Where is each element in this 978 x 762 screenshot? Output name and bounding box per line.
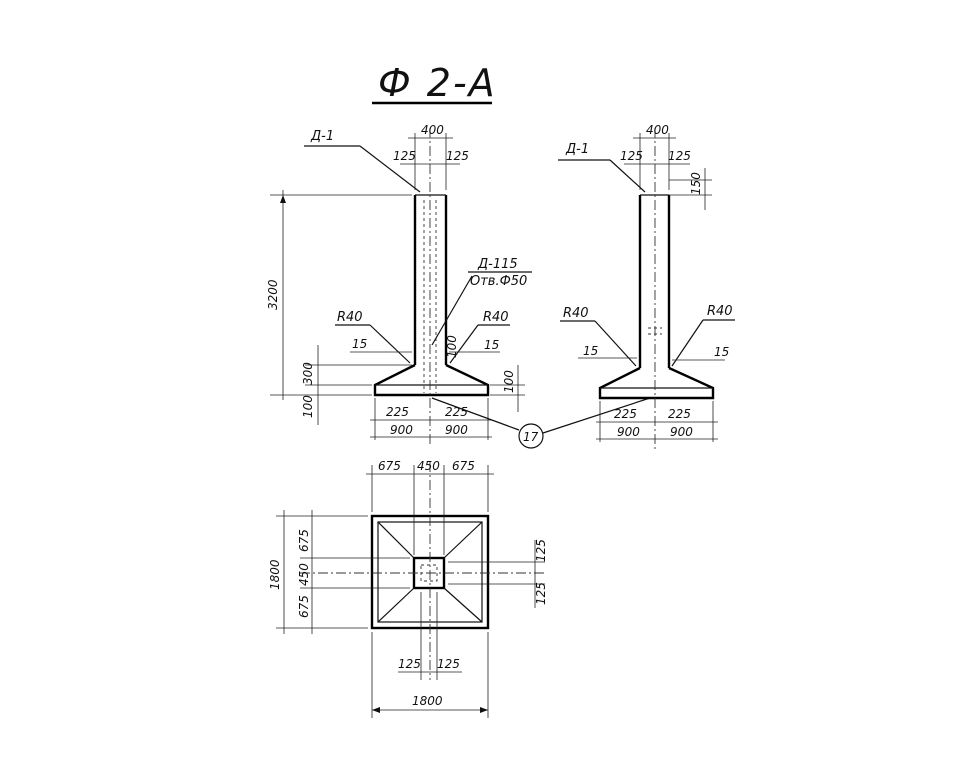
label-hole: Отв.Ф50 [470,274,527,289]
plan-view: 675 450 675 1800 675 450 675 125 125 125… [268,459,548,718]
dim-3200: 3200 [266,279,280,310]
dim-675-top-b: 675 [452,459,475,473]
dim-900-a: 900 [390,423,413,437]
dim-900-b: 900 [445,423,468,437]
label-r40-a: R40 [337,310,363,325]
dim-15-a: 15 [352,337,367,351]
dim-675-left-a: 675 [297,529,311,552]
dim-125-bottom-b: 125 [437,657,460,671]
dim-125-a: 125 [393,149,416,163]
dim-125-c: 125 [620,149,643,163]
label-d1-right: Д-1 [565,142,589,157]
leader-line [609,159,646,193]
dim-125-right-a: 125 [534,539,548,562]
leader-line [542,397,651,434]
dim-125-bottom-a: 125 [398,657,421,671]
leader-line [671,319,704,367]
dim-125-right-b: 125 [534,582,548,605]
diagonal [443,587,483,623]
arrow [480,707,488,713]
drawing-title: Ф 2-А [378,61,497,105]
marker-17: 17 [523,430,539,444]
right-elevation: 400 125 125 150 Д-1 R40 R40 15 15 225 22… [558,123,735,452]
label-r40-c: R40 [563,306,589,321]
dim-125-d: 125 [668,149,691,163]
dim-300: 300 [301,362,315,385]
diagonal [377,521,415,559]
label-d115: Д-115 [477,257,518,272]
dim-100-mid: 100 [445,335,459,358]
label-d1-left: Д-1 [310,129,334,144]
dim-1800-bottom: 1800 [412,694,443,708]
leader-line [431,275,473,346]
label-r40-b: R40 [483,310,509,325]
diagonal [443,521,483,559]
label-r40-d: R40 [707,304,733,319]
leader-line [369,324,411,364]
leader-line [431,397,520,431]
dim-225-a: 225 [386,405,409,419]
dim-400-right: 400 [646,123,669,137]
dim-15-b: 15 [484,338,499,352]
dim-125-b: 125 [446,149,469,163]
leader-line [594,320,637,367]
left-elevation: 400 125 125 Д-1 3200 300 100 Д-115 Отв.Ф… [266,123,532,445]
dim-1800-left: 1800 [268,559,282,590]
arrow [280,195,286,203]
leader-line [449,324,479,364]
dim-225-c: 225 [614,407,637,421]
dim-100-left: 100 [301,395,315,418]
dim-900-d: 900 [670,425,693,439]
footing-outline [598,366,715,400]
dim-150: 150 [689,172,703,195]
marker-circle [518,423,544,449]
dim-15-c: 15 [583,344,598,358]
dim-100-right: 100 [502,370,516,393]
dim-675-top-a: 675 [378,459,401,473]
leader-line [359,145,421,193]
arrow [372,707,380,713]
dim-900-c: 900 [617,425,640,439]
dim-225-d: 225 [668,407,691,421]
dim-450-left: 450 [297,563,311,586]
dim-450-top: 450 [417,459,440,473]
dim-15-d: 15 [714,345,729,359]
diagonal [377,587,415,623]
detail-marker: 17 [431,397,651,449]
footing-outline [373,363,490,397]
dim-675-left-b: 675 [297,595,311,618]
dim-400-left: 400 [421,123,444,137]
